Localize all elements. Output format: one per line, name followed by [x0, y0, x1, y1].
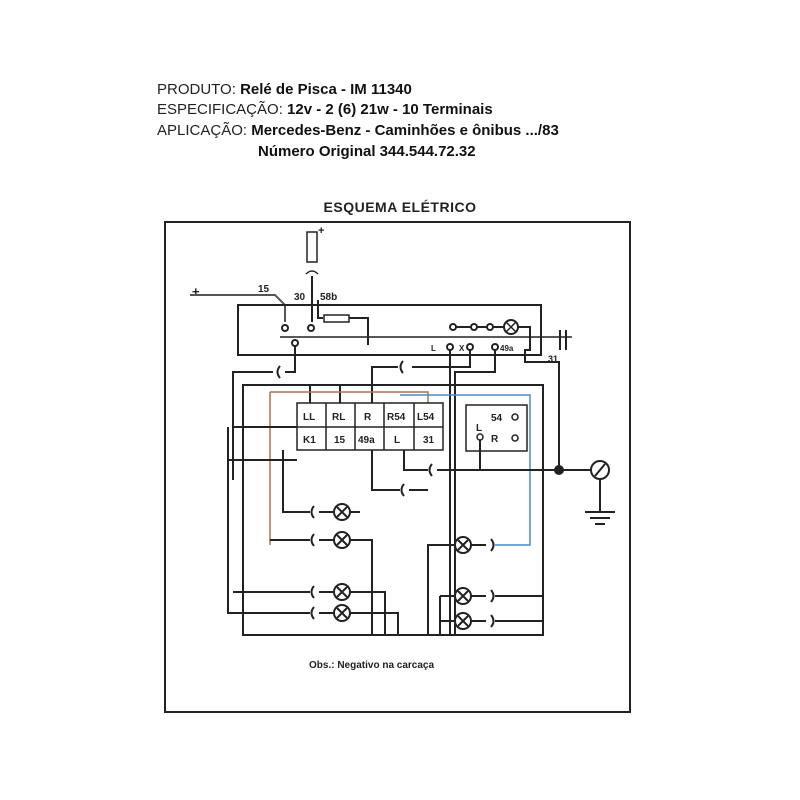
aux-54-terminal — [511, 413, 519, 421]
wire — [232, 371, 273, 480]
application-line: APLICAÇÃO: Mercedes-Benz - Caminhões e ô… — [157, 121, 559, 140]
wire — [371, 450, 428, 491]
aux-54-label: 54 — [491, 413, 503, 424]
label: ESPECIFICAÇÃO: — [157, 101, 283, 118]
lamp-icon — [333, 503, 351, 521]
switch-x-label: X — [459, 344, 465, 353]
wire — [317, 300, 323, 319]
resistor-icon — [323, 314, 350, 323]
aux-l-terminal — [476, 433, 484, 441]
wire-loop — [242, 384, 544, 636]
wire — [403, 450, 590, 471]
fuse-plus-label: + — [318, 225, 324, 237]
wire — [190, 294, 286, 322]
aux-terminal-box — [465, 404, 528, 452]
terminal-31-block: 31 — [423, 435, 435, 446]
original-number: Número Original 344.544.72.32 — [258, 142, 476, 161]
terminal-15 — [281, 324, 289, 332]
terminal-58b-label: 58b — [320, 292, 337, 303]
connector-icon — [310, 505, 315, 620]
switch-49a-label: 49a — [500, 344, 514, 353]
lamp-icon — [333, 604, 351, 622]
terminal-49a-block: 49a — [358, 435, 375, 446]
connector-icon — [276, 365, 281, 379]
wire — [449, 350, 496, 635]
terminal-30 — [307, 324, 315, 332]
shaft — [559, 330, 567, 350]
connector-icon — [305, 270, 319, 275]
plus-feed-label: + — [192, 284, 200, 299]
terminal-31-label: 31 — [548, 354, 558, 364]
terminal-49a — [491, 343, 499, 351]
connector-icon — [399, 360, 404, 374]
aux-l-label: L — [476, 423, 482, 434]
terminal-30-label: 30 — [294, 292, 306, 303]
terminal-ll: LL — [303, 412, 315, 423]
label: APLICAÇÃO: — [157, 122, 248, 139]
brown-wire — [269, 391, 429, 545]
wire — [227, 426, 297, 461]
connector-icon — [490, 538, 495, 628]
junction-node — [554, 465, 564, 475]
aux-r-label: R — [491, 434, 499, 445]
terminal-x — [466, 343, 474, 351]
wire — [285, 346, 296, 373]
diagram-frame — [164, 221, 631, 713]
terminal-15-label: 15 — [258, 284, 270, 295]
switch-box — [237, 304, 542, 356]
lamp-icon — [454, 587, 472, 605]
contact — [470, 323, 478, 331]
lamp-group-left — [227, 450, 399, 635]
label: PRODUTO: — [157, 81, 236, 98]
connector-icon — [400, 483, 405, 497]
lamp-icon — [454, 612, 472, 630]
product-line: PRODUTO: Relé de Pisca - IM 11340 — [157, 80, 412, 99]
terminal-r: R — [364, 412, 372, 423]
original-number-text: Número Original 344.544.72.32 — [258, 143, 476, 160]
contact — [449, 323, 457, 331]
terminal-l-block: L — [394, 435, 400, 446]
terminal-rl: RL — [332, 412, 345, 423]
terminal-k1: K1 — [303, 435, 316, 446]
spec-value: 12v - 2 (6) 21w - 10 Terminais — [287, 101, 493, 118]
application-value: Mercedes-Benz - Caminhões e ônibus .../8… — [251, 122, 559, 139]
wire — [371, 366, 398, 403]
terminal-block-labels: LL RL R R54 L54 K1 15 49a L 31 — [303, 412, 435, 446]
ground-icon — [585, 460, 615, 525]
terminal-l — [446, 343, 454, 351]
spec-line: ESPECIFICAÇÃO: 12v - 2 (6) 21w - 10 Term… — [157, 100, 493, 119]
wire — [349, 317, 369, 345]
lamp-icon — [333, 583, 351, 601]
contact — [486, 323, 494, 331]
connector-icon — [428, 463, 433, 477]
terminal-l54: L54 — [417, 412, 435, 423]
wire — [518, 326, 560, 470]
aux-r-terminal — [511, 434, 519, 442]
terminal-pivot — [291, 339, 299, 347]
diagram-title: ESQUEMA ELÉTRICO — [323, 199, 477, 215]
terminal-r54: R54 — [387, 412, 406, 423]
product-name: Relé de Pisca - IM 11340 — [240, 81, 412, 98]
wire — [412, 350, 471, 368]
note-text: Obs.: Negativo na carcaça — [309, 660, 434, 671]
fuse-icon — [306, 231, 318, 263]
terminal-15b: 15 — [334, 435, 346, 446]
switch-l-label: L — [431, 344, 436, 353]
lamp-icon — [333, 531, 351, 549]
wire — [309, 385, 341, 403]
indicator-lamp-icon — [503, 319, 519, 335]
lamp-group-right — [427, 536, 543, 635]
lamp-icon — [454, 536, 472, 554]
